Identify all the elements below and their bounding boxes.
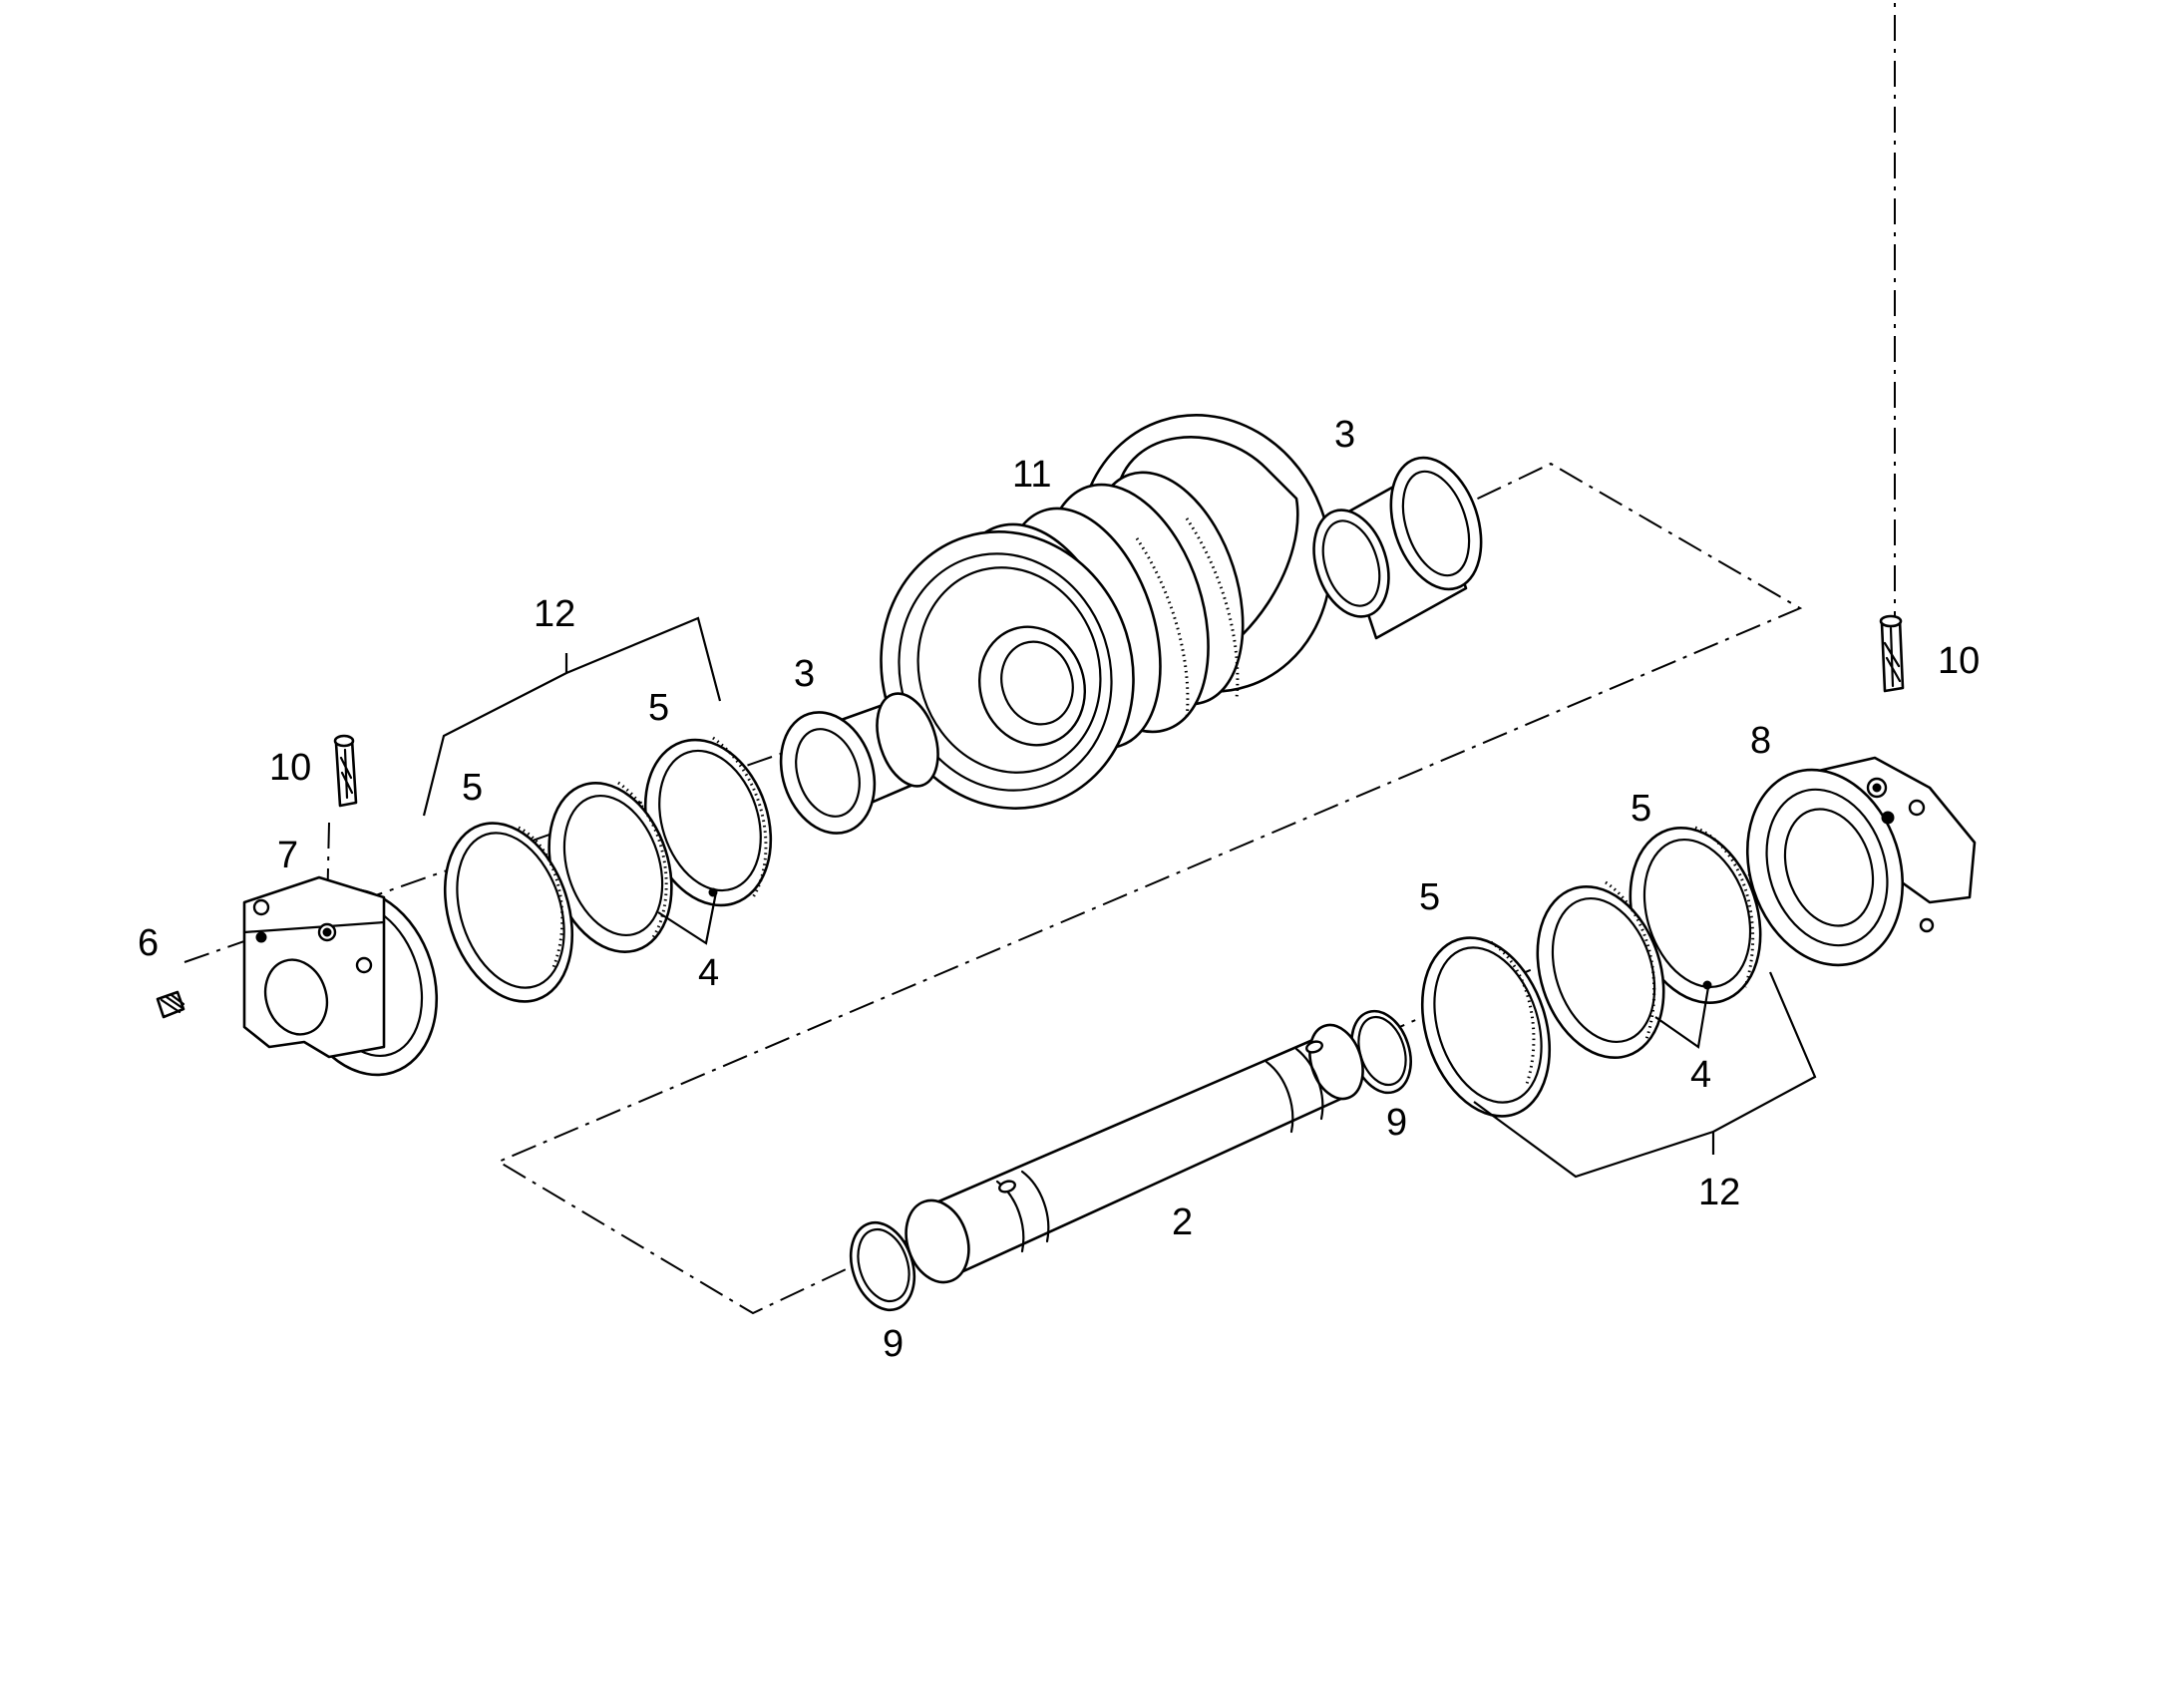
callout-9-rear: 9: [1386, 1102, 1407, 1144]
grease-pin-right: [1879, 614, 1905, 693]
bushing-front: [779, 692, 939, 835]
callout-5-left-inner: 5: [648, 687, 669, 729]
callout-3-rear: 3: [1334, 414, 1355, 456]
grease-pin-left: [333, 734, 358, 808]
end-bracket-right: [1745, 756, 1977, 967]
callout-7: 7: [277, 835, 298, 876]
callout-5-right-outer: 5: [1419, 876, 1440, 918]
callout-12-right: 12: [1698, 1172, 1740, 1213]
seal-ring-right-outer: [1420, 936, 1552, 1118]
roller-shaft: [905, 1023, 1364, 1284]
callout-11: 11: [1012, 454, 1051, 496]
callout-10-left: 10: [269, 747, 311, 789]
callout-4-right: 4: [1690, 1054, 1711, 1096]
callout-10-right: 10: [1938, 640, 1980, 682]
axis-pin-10-left: [326, 822, 330, 913]
set-screw: [156, 990, 185, 1019]
seal-ring-left-inner: [643, 736, 773, 907]
callout-8: 8: [1750, 720, 1771, 762]
track-roller-body: [880, 414, 1332, 810]
group-bracket-left: [422, 616, 722, 817]
callout-9-front: 9: [883, 1323, 904, 1365]
callout-6: 6: [138, 922, 159, 964]
leader-4-right: [1654, 986, 1710, 1049]
group-bracket-right: [1473, 971, 1817, 1179]
assembly-centerline: [496, 462, 1803, 1315]
seal-ring-left-outer: [443, 822, 574, 1003]
seal-ring-right-mid: [1536, 880, 1665, 1060]
bushing-rear: [1312, 456, 1483, 640]
snap-ring-front: [849, 1220, 916, 1312]
callout-12-left: 12: [534, 593, 575, 635]
callout-2: 2: [1172, 1201, 1193, 1243]
callout-5-left-outer: 5: [462, 767, 483, 809]
leader-4-left: [657, 891, 718, 945]
callout-5-right-inner: 5: [1631, 788, 1651, 830]
end-bracket-left: [242, 875, 439, 1077]
callout-4-left: 4: [698, 952, 719, 994]
callout-3-front: 3: [794, 653, 815, 695]
